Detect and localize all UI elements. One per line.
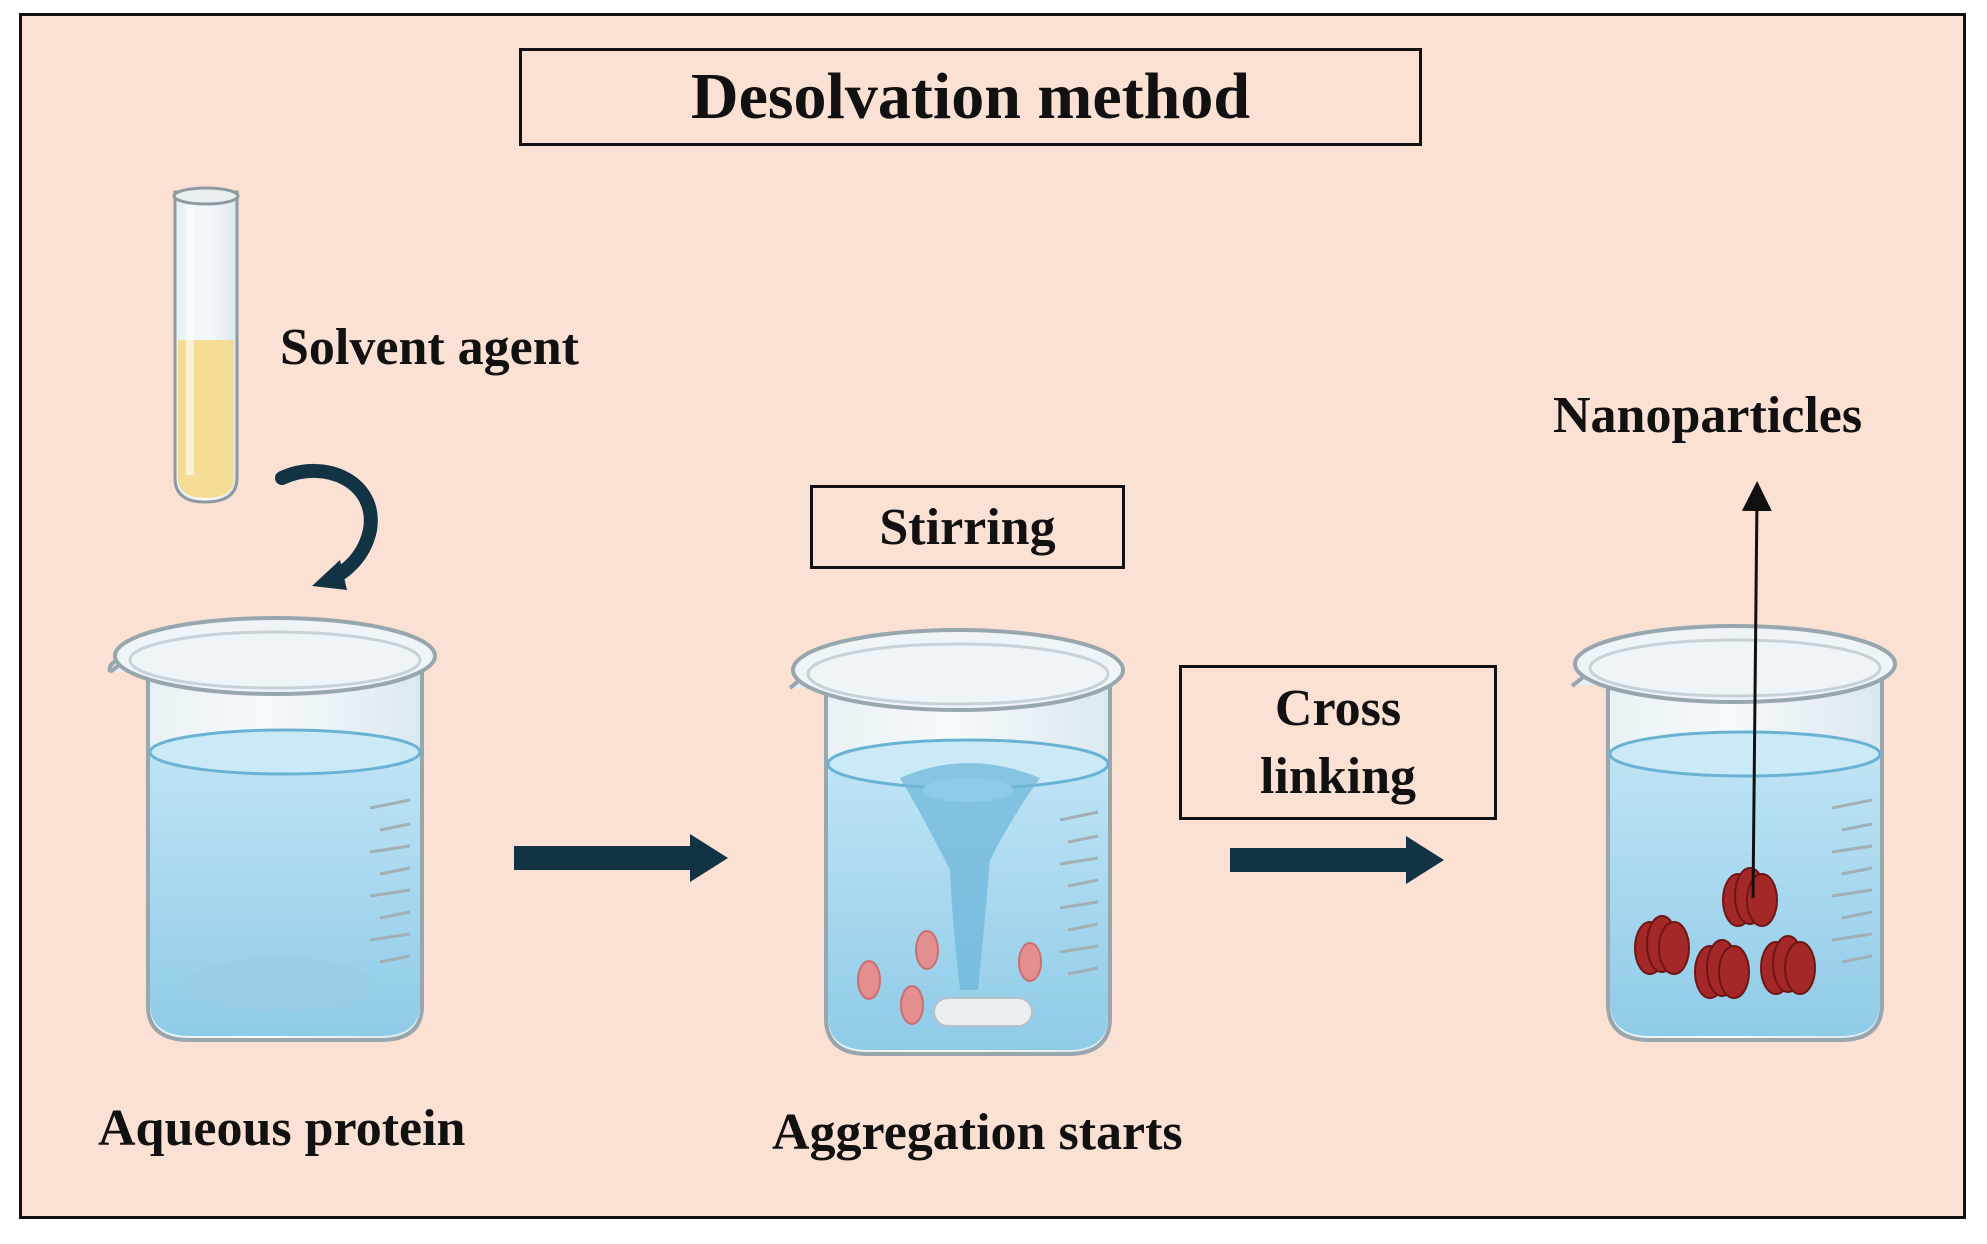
aggregation-starts-label: Aggregation starts [772,1104,1183,1161]
test-tube-icon [172,186,240,504]
vortex-icon [900,763,1040,990]
nanoparticles-label: Nanoparticles [1553,387,1863,444]
pour-arrow-icon [275,463,378,590]
arrow-1-icon [514,834,728,882]
title-box: Desolvation method [519,48,1422,146]
aqueous-protein-label: Aqueous protein [98,1100,466,1157]
protein-particles [857,930,1042,1025]
solvent-agent-label: Solvent agent [280,319,579,376]
arrow-2-icon [1230,836,1444,884]
beaker-nanoparticles-icon [1570,481,1897,1042]
cross-linking-label: Cross linking [1259,679,1417,805]
nanoparticle-cluster [1634,867,1816,999]
stirring-label: Stirring [879,498,1056,556]
beaker-aqueous-icon [107,616,437,1042]
beaker-stirring-icon [788,628,1125,1056]
stir-bar-icon [933,997,1033,1027]
nanoparticles-pointer [1741,481,1772,899]
stirring-box: Stirring [810,485,1125,569]
cross-linking-box: Cross linking [1179,665,1497,820]
diagram-title: Desolvation method [690,60,1251,133]
